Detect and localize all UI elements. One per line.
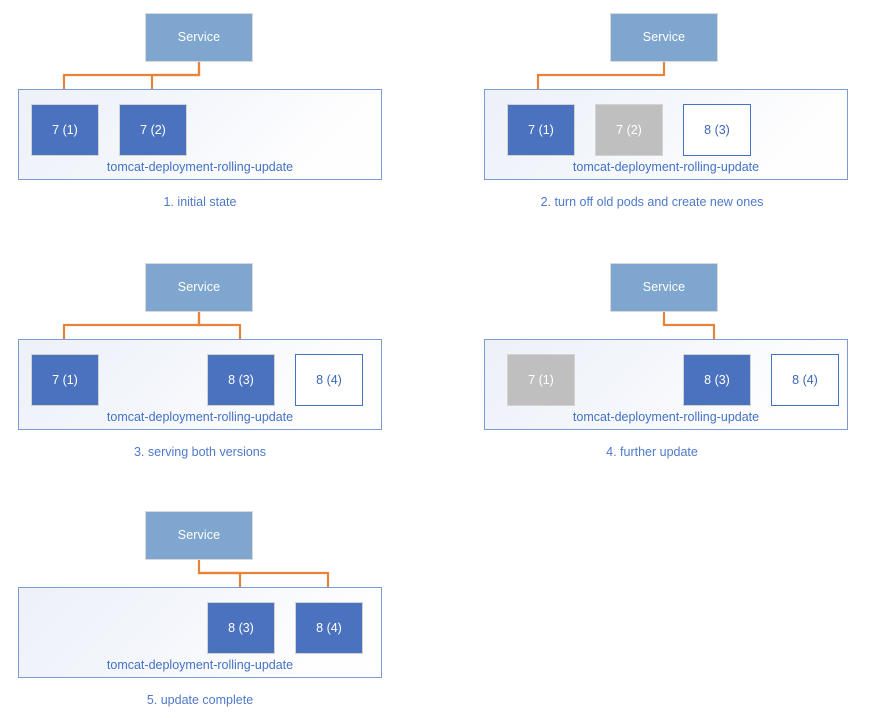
deployment-container: 8 (3) 8 (4) tomcat-deployment-rolling-up…: [18, 587, 382, 678]
service-box: Service: [145, 511, 253, 560]
pod-label: 8 (4): [316, 620, 342, 635]
panel-caption: 2. turn off old pods and create new ones: [540, 195, 764, 209]
deployment-label: tomcat-deployment-rolling-update: [106, 657, 294, 672]
deployment-container: 7 (1) 7 (2) tomcat-deployment-rolling-up…: [18, 89, 382, 180]
pod-box: 7 (2): [119, 104, 187, 156]
deployment-label: tomcat-deployment-rolling-update: [572, 409, 760, 424]
service-box: Service: [145, 13, 253, 62]
service-label: Service: [642, 30, 686, 45]
pod-label: 7 (1): [52, 372, 78, 387]
panel-update-complete: Service 8 (3) 8 (4) tomcat-deployment-ro…: [0, 498, 400, 718]
deployment-label: tomcat-deployment-rolling-update: [106, 159, 294, 174]
panel-caption: 5. update complete: [146, 693, 254, 707]
service-box: Service: [145, 263, 253, 312]
panel-serving-both-versions: Service 7 (1) 8 (3) 8 (4) tomcat-deploym…: [0, 250, 400, 470]
service-label: Service: [642, 280, 686, 295]
panel-caption: 4. further update: [606, 445, 698, 459]
pod-box: 7 (1): [507, 354, 575, 406]
pod-box: 8 (4): [771, 354, 839, 406]
panel-caption: 3. serving both versions: [133, 445, 266, 459]
pod-box: 8 (3): [683, 354, 751, 406]
service-box: Service: [610, 263, 718, 312]
deployment-container: 7 (1) 8 (3) 8 (4) tomcat-deployment-roll…: [484, 339, 848, 430]
pod-label: 7 (2): [616, 122, 642, 137]
deployment-label: tomcat-deployment-rolling-update: [106, 409, 294, 424]
pod-box: 7 (2): [595, 104, 663, 156]
pod-label: 8 (3): [704, 122, 730, 137]
pod-label: 7 (1): [528, 122, 554, 137]
pod-label: 7 (2): [140, 122, 166, 137]
pod-box: 8 (3): [207, 354, 275, 406]
pod-box: 8 (3): [207, 602, 275, 654]
deployment-container: 7 (1) 7 (2) 8 (3) tomcat-deployment-roll…: [484, 89, 848, 180]
pod-label: 8 (4): [316, 372, 342, 387]
panel-turn-off-old-pods: Service 7 (1) 7 (2) 8 (3) tomcat-deploym…: [452, 0, 852, 220]
pod-label: 8 (3): [228, 620, 254, 635]
pod-label: 8 (4): [792, 372, 818, 387]
service-box: Service: [610, 13, 718, 62]
pod-label: 8 (3): [704, 372, 730, 387]
panel-initial-state: Service 7 (1) 7 (2) tomcat-deployment-ro…: [0, 0, 400, 220]
deployment-container: 7 (1) 8 (3) 8 (4) tomcat-deployment-roll…: [18, 339, 382, 430]
pod-box: 8 (4): [295, 602, 363, 654]
deployment-label: tomcat-deployment-rolling-update: [572, 159, 760, 174]
service-label: Service: [177, 528, 221, 543]
service-label: Service: [177, 280, 221, 295]
panel-caption: 1. initial state: [163, 195, 237, 209]
pod-box: 7 (1): [31, 104, 99, 156]
pod-label: 7 (1): [528, 372, 554, 387]
pod-label: 8 (3): [228, 372, 254, 387]
pod-box: 7 (1): [31, 354, 99, 406]
pod-box: 8 (3): [683, 104, 751, 156]
panel-further-update: Service 7 (1) 8 (3) 8 (4) tomcat-deploym…: [452, 250, 852, 470]
pod-label: 7 (1): [52, 122, 78, 137]
pod-box: 8 (4): [295, 354, 363, 406]
pod-box: 7 (1): [507, 104, 575, 156]
service-label: Service: [177, 30, 221, 45]
